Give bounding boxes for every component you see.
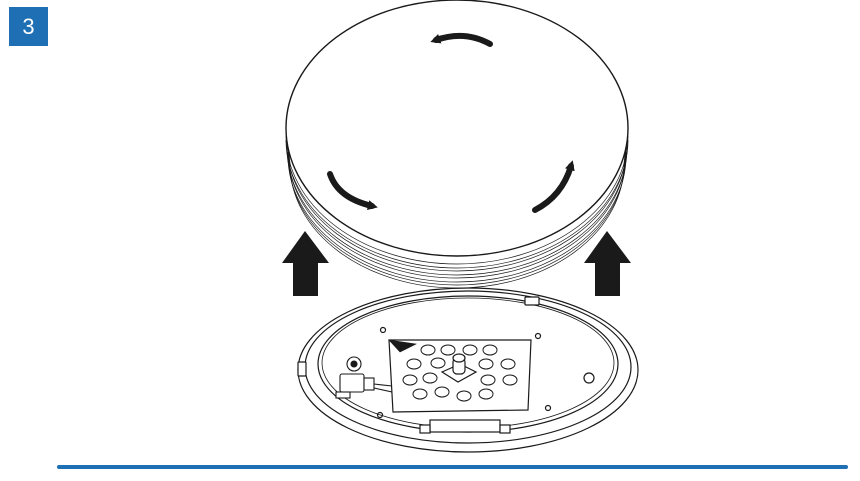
diffuser-cover bbox=[285, 0, 629, 289]
rotate-arrow-icon bbox=[327, 32, 575, 213]
arrow-up-icon-left bbox=[282, 231, 329, 296]
led-board bbox=[388, 339, 532, 413]
arrow-up-icon-right bbox=[584, 231, 631, 296]
terminal-block bbox=[335, 356, 393, 399]
section-divider bbox=[57, 465, 848, 469]
step-number-badge: 3 bbox=[9, 7, 48, 46]
